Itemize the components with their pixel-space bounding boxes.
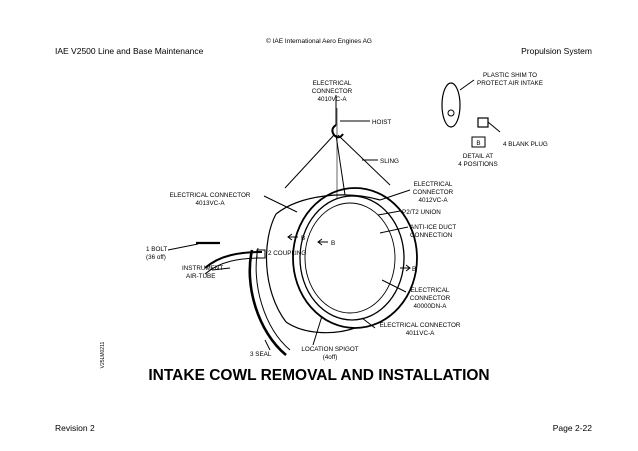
label-p2t2-union: P2/T2 UNION [402,209,441,216]
label-ec4012-line3: 4012VC-A [418,197,448,204]
label-coupling: 2 COUPLING [268,250,306,257]
ec4011-leader [361,317,376,329]
shim-leader [459,79,475,91]
label-bolt-line2: (36 off) [146,254,166,261]
label-ec4010-line3: 4010VC-A [317,96,347,103]
instr-leader [211,267,231,271]
sling-left [284,134,335,189]
label-instrument-line1: INSTRUMENT [182,265,223,272]
antiice-leader [379,226,409,234]
label-antiice-line1: ANTI-ICE DUCT [410,224,456,231]
label-arrow-b3: B [412,266,416,273]
label-ec4010-line2: CONNECTOR [312,88,353,95]
label-blank-plug: 4 BLANK PLUG [503,141,548,148]
label-ec4011-line2: 4011VC-A [406,330,435,337]
label-spigot-line1: LOCATION SPIGOT [301,346,358,353]
ec4012-leader [379,189,411,201]
cowl-inner-ring [299,195,405,321]
cowl-top-edge [275,194,381,215]
label-arrow-b2: B [331,240,335,247]
arrow-b2-icon [317,238,328,246]
footer-revision: Revision 2 [55,423,95,433]
arrow-b3-icon [400,264,411,272]
shim-hole-icon [447,109,455,117]
label-instrument-line2: AIR-TUBE [186,273,215,280]
label-shim-line2: PROTECT AIR INTAKE [477,80,543,87]
label-antiice-line2: CONNECTION [410,232,453,239]
label-spigot-line2: (4off) [323,354,338,361]
cowl-front-edge [265,213,287,323]
label-ec40000-line3: 40000DN-A [414,303,448,310]
seal-strip-inner [255,247,291,351]
cowl-outer-ring [292,187,418,329]
plastic-shim-icon [441,82,461,128]
footer-page-number: Page 2-22 [552,423,592,433]
label-detail-line1: DETAIL AT [463,153,493,160]
ec40000-leader [381,279,407,293]
label-ec4012-line2: CONNECTOR [413,189,454,196]
label-sling: SLING [380,158,399,165]
blank-plug-leader [487,121,501,133]
figure-title: INTAKE COWL REMOVAL AND INSTALLATION [148,367,489,384]
copyright-notice: © IAE International Aero Engines AG [266,38,372,45]
label-ec40000-line1: ELECTRICAL [411,287,450,294]
seal-strip [248,249,287,357]
label-ec4013-line1: ELECTRICAL CONNECTOR [170,192,251,199]
label-ec4013-line2: 4013VC-A [195,200,225,207]
label-ec4011-line1: ELECTRICAL CONNECTOR [380,322,461,329]
figure-reference: V25LM0211 [100,341,106,368]
blank-plug-icon [477,117,489,128]
sling-center [335,134,346,196]
label-detail-box-b: B [476,140,480,147]
label-detail-line2: 4 POSITIONS [458,161,498,168]
label-ec40000-line2: CONNECTOR [410,295,451,302]
header-section-title: Propulsion System [521,46,592,56]
label-shim-line1: PLASTIC SHIM TO [483,72,537,79]
header-manual-title: IAE V2500 Line and Base Maintenance [55,46,204,56]
spigot-leader [312,315,323,346]
detail-b-box [471,136,486,148]
ec4013-leader [263,195,298,213]
coupling-icon [256,249,266,259]
label-bolt-line1: 1 BOLT [146,246,167,253]
seal-leader [264,339,271,351]
arrow-b1-icon [287,233,298,241]
p2t2-leader [377,210,401,216]
cowl-inlet-lip [304,202,396,314]
label-seal: 3 SEAL [250,351,272,358]
cowl-bottom-edge [285,321,356,334]
label-arrow-b1: B [301,235,305,242]
label-ec4010-line1: ELECTRICAL [313,80,352,87]
bolt-leader [167,243,199,251]
label-hoist: HOIST [372,119,391,126]
label-ec4012-line1: ELECTRICAL [414,181,453,188]
